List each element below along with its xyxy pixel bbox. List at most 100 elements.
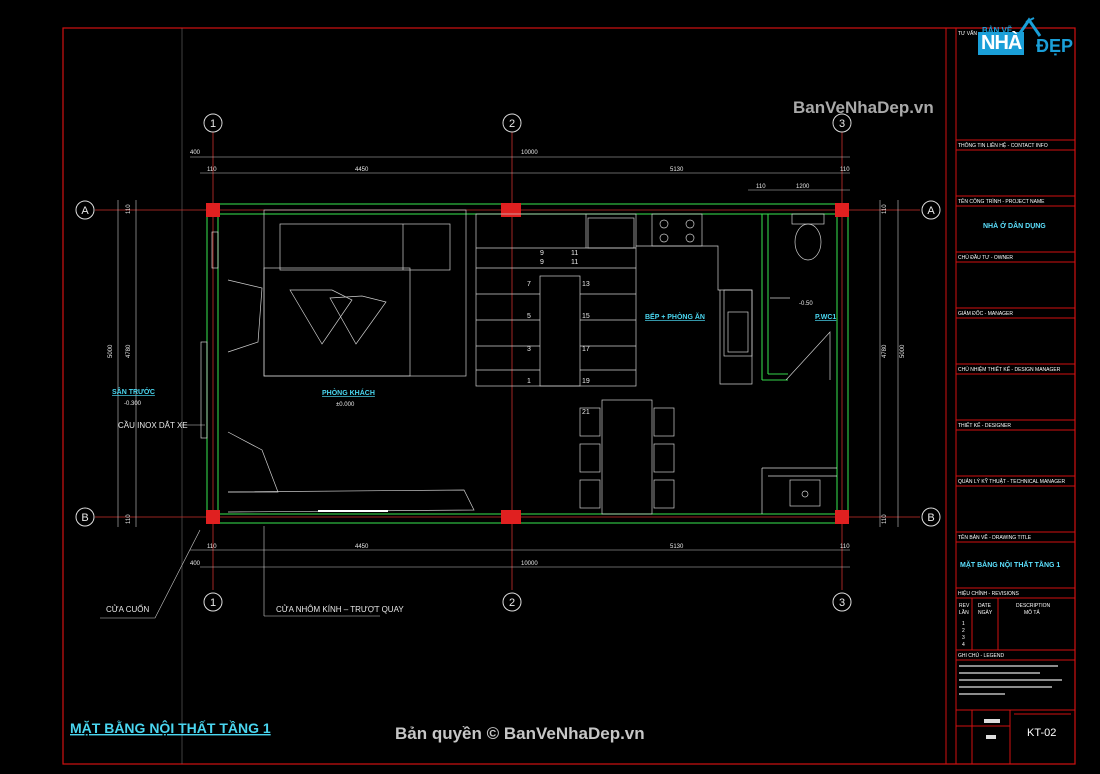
dim-wall-left-top: 110 xyxy=(207,167,217,173)
interior-walls xyxy=(761,467,837,514)
stair-step-13: 13 xyxy=(582,281,590,288)
stair-step-5: 5 xyxy=(527,313,531,320)
axis-label-a-right: A xyxy=(927,205,935,217)
logo-suffix-text: ĐẸP xyxy=(1036,36,1074,56)
dim-left-bay-bottom: 4450 xyxy=(355,544,369,550)
drawing-title: MẶT BẰNG NỘI THẤT TẦNG 1 xyxy=(70,719,271,736)
dim-total-bottom: 10000 xyxy=(521,561,538,567)
wc-fixtures xyxy=(770,213,831,507)
stair-step-9b: 9 xyxy=(540,259,544,266)
stair-step-7: 7 xyxy=(527,281,531,288)
tb-rev-col: REV xyxy=(959,603,970,609)
tb-desc-col2: MÔ TẢ xyxy=(1024,609,1040,616)
tb-designer: THIẾT KẾ - DESIGNER xyxy=(958,422,1011,429)
room-kitchen: BẾP + PHÒNG ĂN xyxy=(645,311,705,321)
dim-total-width-right: 5000 xyxy=(900,344,906,358)
axis-label-b-left: B xyxy=(81,512,88,524)
dimension-lines xyxy=(117,156,899,568)
tb-legend-lines xyxy=(959,665,1062,695)
watermark-top: BanVeNhaDep.vn xyxy=(793,98,934,117)
tb-revision-label: HIỆU CHỈNH - REVISIONS xyxy=(958,589,1020,597)
dim-inner-width-right: 4780 xyxy=(882,344,888,358)
dim-wall-right-bottom: 110 xyxy=(840,544,850,550)
dim-edge-a-left: 110 xyxy=(126,204,132,214)
dim-left-bay-top: 4450 xyxy=(355,167,369,173)
note-rolling-door: CỬA CUỐN xyxy=(106,604,150,614)
stair-step-11a: 11 xyxy=(571,250,578,257)
staircase xyxy=(475,213,637,387)
brand-logo: BẢN VẼ NHÀ ĐẸP xyxy=(978,16,1088,68)
axis-label-3-bottom: 3 xyxy=(839,597,845,609)
room-living-room: PHÒNG KHÁCH xyxy=(322,388,375,397)
dim-edge-b-right: 110 xyxy=(882,514,888,524)
tb-manager-label: GIÁM ĐỐC - MANAGER xyxy=(958,310,1013,317)
room-living-room-level: ±0.000 xyxy=(336,402,355,408)
tb-owner-label: CHỦ ĐẦU TƯ - OWNER xyxy=(958,254,1013,261)
axis-label-1-top: 1 xyxy=(210,118,216,130)
stair-step-17: 17 xyxy=(582,346,590,353)
tb-desc-col: DESCRIPTION xyxy=(1016,603,1051,609)
tb-legend-label: GHI CHÚ - LEGEND xyxy=(958,652,1005,659)
tb-consultant: TƯ VẤN xyxy=(958,30,977,37)
tb-rev-col2: LẦN xyxy=(959,609,969,616)
tb-rev-row-2: 2 xyxy=(962,628,965,634)
tb-scale-box xyxy=(984,719,1000,723)
dim-offset-top: 400 xyxy=(190,150,201,156)
tb-drawing-title: MẶT BẰNG NỘI THẤT TẦNG 1 xyxy=(960,559,1060,569)
dim-edge-b-left: 110 xyxy=(126,514,132,524)
axis-label-a-left: A xyxy=(81,205,89,217)
tb-project-name: NHÀ Ở DÂN DỤNG xyxy=(983,221,1046,230)
room-wc: P.WC1 xyxy=(815,314,836,321)
axis-bubbles xyxy=(75,113,941,612)
stair-step-11b: 11 xyxy=(571,259,578,266)
dim-edge-a-right: 110 xyxy=(882,204,888,214)
room-wc-level: -0.50 xyxy=(799,301,813,307)
logo-small-text: BẢN VẼ xyxy=(982,26,1013,35)
stair-step-3: 3 xyxy=(527,346,531,353)
tb-project-label: TÊN CÔNG TRÌNH - PROJECT NAME xyxy=(958,197,1045,205)
axis-label-1-bottom: 1 xyxy=(210,597,216,609)
house-icon xyxy=(1016,17,1042,37)
dim-total-top: 10000 xyxy=(521,150,538,156)
dim-right-bay-bottom: 5130 xyxy=(670,544,684,550)
stair-step-15: 15 xyxy=(582,313,590,320)
tb-technical-manager: QUẢN LÝ KỸ THUẬT - TECHNICAL MANAGER xyxy=(958,478,1065,485)
stair-step-19: 19 xyxy=(582,378,590,385)
tb-rev-row-3: 3 xyxy=(962,635,965,641)
structural-columns xyxy=(206,203,849,524)
dim-total-width-left: 5000 xyxy=(108,344,114,358)
note-ramp: CẦU INOX DẮT XE xyxy=(118,420,188,430)
dim-wc-width: 1200 xyxy=(796,184,810,190)
tb-rev-row-1: 1 xyxy=(962,621,965,627)
stair-step-9a: 9 xyxy=(540,250,544,257)
stair-step-1: 1 xyxy=(527,378,531,385)
dim-right-bay-top: 5130 xyxy=(670,167,684,173)
title-block-frame xyxy=(945,28,1075,764)
tb-rev-row-4: 4 xyxy=(962,642,965,648)
tb-date-box xyxy=(986,735,996,739)
tb-design-manager: CHỦ NHIỆM THIẾT KẾ - DESIGN MANAGER xyxy=(958,365,1061,373)
dim-offset-bottom: 400 xyxy=(190,561,201,567)
axis-label-b-right: B xyxy=(927,512,934,524)
watermark-bottom: Bản quyền © BanVeNhaDep.vn xyxy=(395,724,645,743)
sheet-border xyxy=(62,27,1076,765)
room-front-yard: SÂN TRƯỚC xyxy=(112,387,155,396)
leader-lines xyxy=(100,424,380,619)
dim-wc-wall: 110 xyxy=(756,184,766,190)
tb-date-col: DATE xyxy=(978,603,992,609)
tb-contact: THÔNG TIN LIÊN HỆ - CONTACT INFO xyxy=(958,141,1048,149)
tb-sheet-no: KT-02 xyxy=(1027,727,1056,739)
axis-label-3-top: 3 xyxy=(839,118,845,130)
axis-label-2-top: 2 xyxy=(509,118,515,130)
dim-wall-left-bottom: 110 xyxy=(207,544,217,550)
kitchen-furniture xyxy=(579,213,753,515)
dim-wall-right-top: 110 xyxy=(840,167,850,173)
room-front-yard-level: -0.300 xyxy=(124,401,142,407)
tb-date-col2: NGÀY xyxy=(978,609,993,616)
living-room-furniture xyxy=(200,209,475,513)
dim-inner-width-left: 4780 xyxy=(126,344,132,358)
axis-label-2-bottom: 2 xyxy=(509,597,515,609)
stair-step-21: 21 xyxy=(582,409,590,416)
tb-drawing-title-label: TÊN BẢN VẼ - DRAWING TITLE xyxy=(958,533,1032,541)
